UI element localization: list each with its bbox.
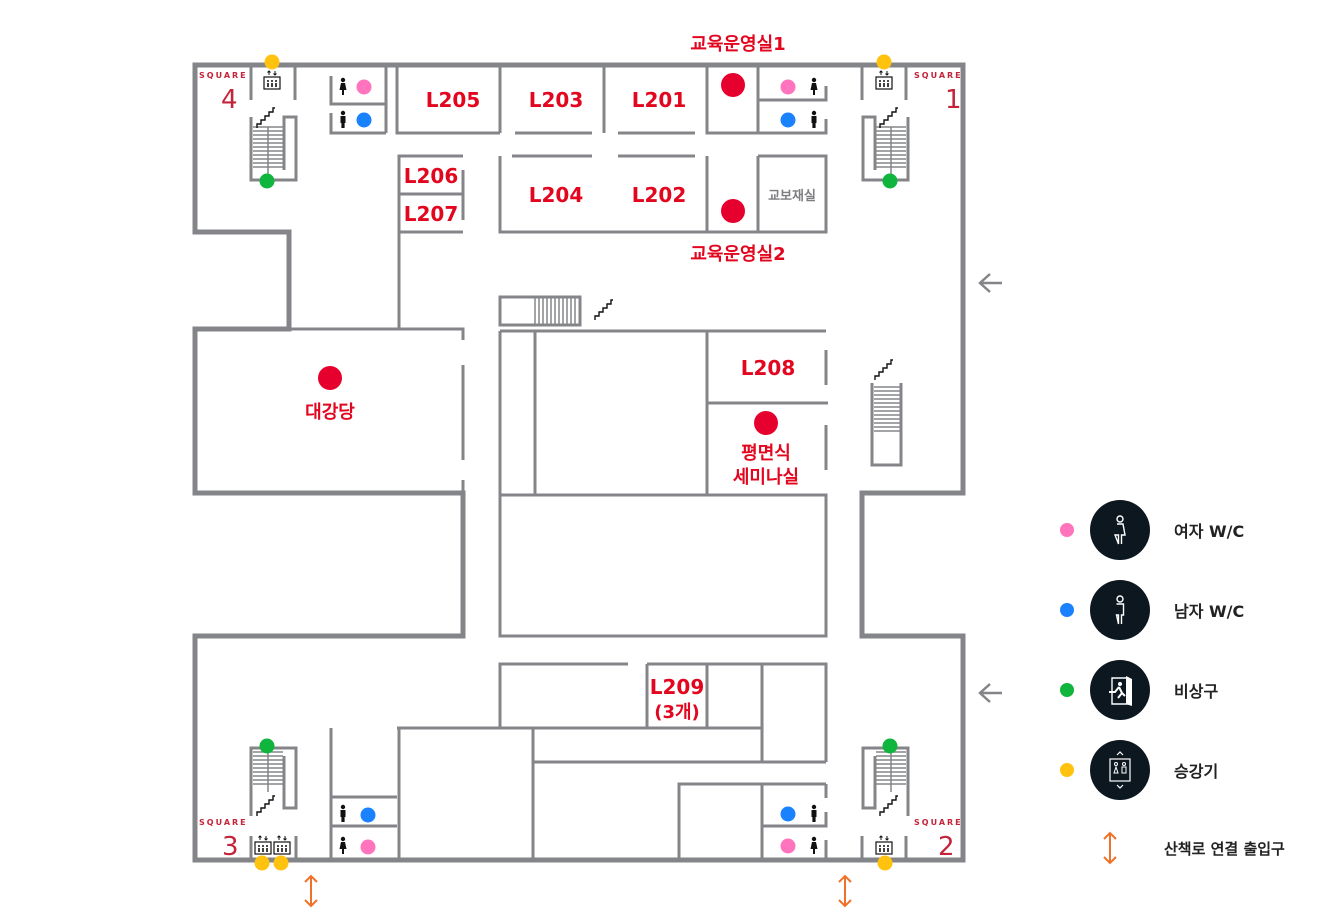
green-dot-icon xyxy=(1060,683,1074,697)
elevator-icon xyxy=(1090,740,1150,800)
emergency-exit-marker[interactable] xyxy=(882,173,898,189)
yellow-dot-icon xyxy=(1060,763,1074,777)
square-3-number: 3 xyxy=(222,832,239,862)
women-wc-marker[interactable] xyxy=(780,79,796,95)
up-down-arrow-icon xyxy=(1103,831,1117,865)
edu-office-2-label: 교육운영실2 xyxy=(690,244,785,265)
legend-label: 산책로 연결 출입구 xyxy=(1164,839,1285,858)
pink-dot-icon xyxy=(1060,523,1074,537)
women-wc-marker[interactable] xyxy=(356,79,372,95)
legend-label: 여자 W/C xyxy=(1174,522,1245,541)
woman-icon xyxy=(339,836,347,854)
room-L201[interactable]: L201 xyxy=(632,88,687,112)
edu-office-1-marker[interactable] xyxy=(721,73,745,97)
blue-dot-icon xyxy=(1060,603,1074,617)
room-L203[interactable]: L203 xyxy=(529,88,584,112)
women-wc-marker[interactable] xyxy=(360,839,376,855)
room-L206[interactable]: L206 xyxy=(404,164,459,188)
entrance-arrow-icon xyxy=(978,683,1002,703)
square-3-word: SQUARE xyxy=(199,818,248,827)
elevator-icon xyxy=(263,70,281,90)
stairs-icon xyxy=(594,299,614,321)
room-L209-count: (3개) xyxy=(654,702,700,723)
auditorium-label: 대강당 xyxy=(305,402,355,423)
square-1-number: 1 xyxy=(945,85,962,115)
auditorium-marker[interactable] xyxy=(318,366,342,390)
stairs-icon xyxy=(879,795,899,817)
emergency-exit-marker[interactable] xyxy=(882,738,898,754)
elevator-marker[interactable] xyxy=(264,54,280,70)
room-L207[interactable]: L207 xyxy=(404,202,459,226)
stairs-icon xyxy=(879,107,899,129)
man-icon xyxy=(1090,580,1150,640)
edu-office-2-marker[interactable] xyxy=(721,199,745,223)
square-4-word: SQUARE xyxy=(199,71,248,80)
interior-walls xyxy=(249,65,910,860)
room-L209[interactable]: L209 xyxy=(650,675,705,699)
legend-item-emergency-exit: 비상구 xyxy=(1055,660,1218,720)
man-icon xyxy=(811,804,817,822)
seminar-room-marker[interactable] xyxy=(754,411,778,435)
legend-item-elevator: 승강기 xyxy=(1055,740,1218,800)
legend-item-men-wc: 남자 W/C xyxy=(1055,580,1244,640)
entrance-arrow-icon xyxy=(978,273,1002,293)
elevator-icon xyxy=(875,835,893,855)
man-icon xyxy=(811,110,817,128)
square-4-number: 4 xyxy=(221,85,238,115)
woman-icon xyxy=(810,836,818,854)
stairs-icon xyxy=(256,107,276,129)
square-2-number: 2 xyxy=(938,832,955,862)
square-2-word: SQUARE xyxy=(914,818,963,827)
seminar-room-label-line2: 세미나실 xyxy=(733,467,799,488)
square-1-word: SQUARE xyxy=(914,71,963,80)
emergency-exit-marker[interactable] xyxy=(259,173,275,189)
walkway-entrance-icon xyxy=(838,875,852,907)
legend-item-women-wc: 여자 W/C xyxy=(1055,500,1244,560)
woman-icon xyxy=(810,77,818,95)
woman-icon xyxy=(339,77,347,95)
room-L204[interactable]: L204 xyxy=(529,183,584,207)
women-wc-marker[interactable] xyxy=(780,838,796,854)
storage-room-label[interactable]: 교보재실 xyxy=(768,188,816,204)
elevator-marker[interactable] xyxy=(877,855,893,871)
elevator-marker[interactable] xyxy=(254,855,270,871)
men-wc-marker[interactable] xyxy=(356,112,372,128)
elevator-icon xyxy=(254,835,272,855)
elevator-marker[interactable] xyxy=(876,54,892,70)
men-wc-marker[interactable] xyxy=(360,807,376,823)
seminar-room-label-line1: 평면식 xyxy=(741,443,791,464)
stairs-icon xyxy=(874,359,894,381)
men-wc-marker[interactable] xyxy=(780,112,796,128)
stairs-icon xyxy=(256,795,276,817)
elevator-icon xyxy=(875,70,893,90)
edu-office-1-label: 교육운영실1 xyxy=(690,34,785,55)
elevator-icon xyxy=(273,835,291,855)
legend-label: 비상구 xyxy=(1174,682,1219,701)
emergency-exit-marker[interactable] xyxy=(259,738,275,754)
stair-treads xyxy=(253,126,906,792)
legend-item-walkway: 산책로 연결 출입구 xyxy=(1100,818,1285,878)
man-icon xyxy=(340,804,346,822)
room-L205[interactable]: L205 xyxy=(426,88,481,112)
emergency-exit-icon xyxy=(1090,660,1150,720)
elevator-marker[interactable] xyxy=(273,855,289,871)
woman-icon xyxy=(1090,500,1150,560)
legend-label: 승강기 xyxy=(1174,762,1219,781)
room-L202[interactable]: L202 xyxy=(632,183,687,207)
legend-label: 남자 W/C xyxy=(1174,602,1245,621)
walkway-entrance-icon xyxy=(304,875,318,907)
room-L208[interactable]: L208 xyxy=(741,356,796,380)
man-icon xyxy=(340,110,346,128)
men-wc-marker[interactable] xyxy=(780,806,796,822)
